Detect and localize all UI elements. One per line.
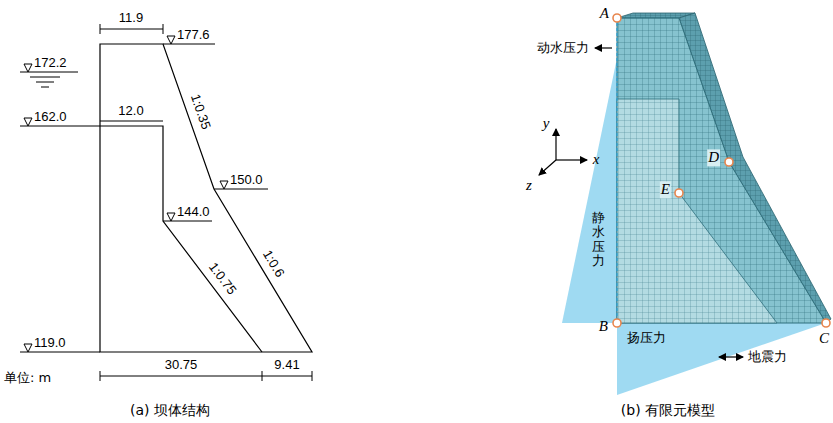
- hydrostatic-pressure: [562, 58, 617, 323]
- axis-label: x: [593, 151, 600, 168]
- axis-arrow: [539, 160, 556, 175]
- zone-boundary: [100, 126, 262, 352]
- dimension-value: 30.75: [165, 358, 198, 373]
- subfigure-caption: (a) 坝体结构: [130, 402, 210, 418]
- dimension-value: 11.9: [119, 11, 143, 26]
- uplift-pressure: [617, 323, 826, 395]
- dimension-line: [100, 371, 312, 381]
- elevation-value: 150.0: [230, 173, 263, 188]
- zone-top-line: [100, 120, 163, 121]
- dimension-value: 9.41: [274, 358, 299, 373]
- slope-ratio: 1:0.35: [187, 92, 213, 131]
- load-label: 静水压力: [592, 211, 605, 268]
- axis-label: z: [526, 177, 532, 194]
- upstream-face-line: [616, 18, 617, 323]
- unit-note: 单位: m: [4, 371, 51, 386]
- dynamic-pressure-arrow: [595, 47, 612, 48]
- point-label: B: [599, 318, 608, 335]
- axis-arrow: [556, 159, 587, 160]
- elevation-markers: [20, 36, 268, 352]
- elevation-value: 177.6: [177, 28, 210, 43]
- dam-outline: [100, 44, 312, 352]
- point-marker: [725, 158, 733, 166]
- elevation-value: 144.0: [177, 205, 210, 220]
- subfigure-caption: (b) 有限元模型: [621, 402, 715, 418]
- elevation-value: 119.0: [34, 336, 66, 351]
- dimension-line: [100, 24, 163, 34]
- slope-ratio: 1:0.6: [259, 248, 287, 280]
- axis-label: y: [543, 115, 550, 132]
- slope-ratio: 1:0.75: [205, 260, 239, 298]
- point-label: C: [819, 330, 829, 347]
- point-label: E: [660, 181, 671, 198]
- dimension-lines: [100, 24, 312, 381]
- seismic-arrow: [719, 356, 743, 357]
- dam-section: [100, 44, 312, 352]
- point-marker: [822, 319, 830, 327]
- elevation-value: 162.0: [34, 110, 67, 125]
- arrows: [539, 48, 743, 357]
- load-label: 动水压力: [537, 41, 589, 56]
- load-label: 扬压力: [627, 331, 666, 346]
- section-face: [617, 18, 826, 323]
- point-marker: [613, 14, 621, 22]
- mesh-zone: [617, 99, 777, 323]
- point-marker: [613, 319, 621, 327]
- load-label: 地震力: [748, 350, 787, 365]
- water-symbol: [30, 77, 60, 87]
- fe-model: [617, 13, 831, 323]
- dimension-value: 12.0: [118, 104, 143, 119]
- key-points: [613, 14, 830, 327]
- point-marker: [675, 189, 683, 197]
- point-label: A: [600, 5, 609, 22]
- point-label: D: [707, 149, 720, 166]
- axis-arrow: [555, 129, 556, 160]
- elevation-value: 172.2: [34, 56, 67, 71]
